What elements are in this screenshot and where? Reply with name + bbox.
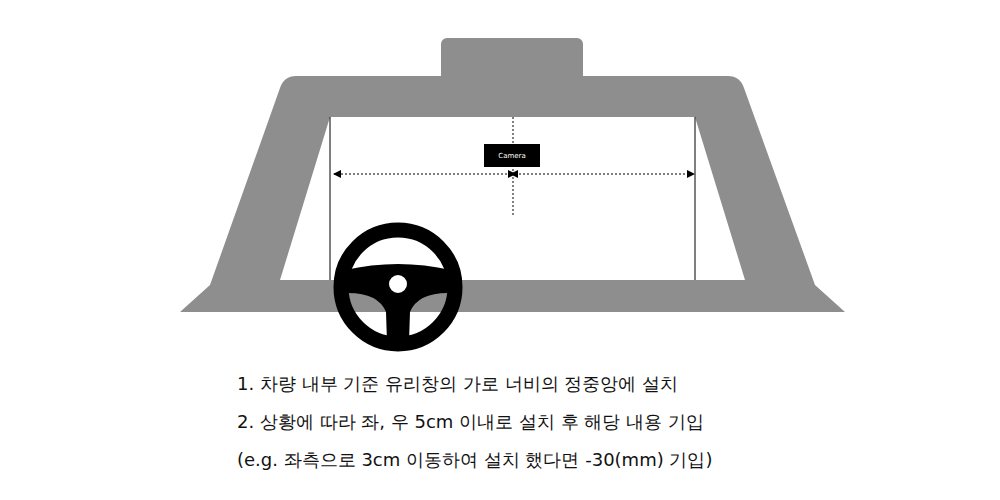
camera-box: Camera (484, 144, 540, 167)
instruction-note: (e.g. 좌측으로 3cm 이동하여 설치 했다면 -30(mm) 기입) (237, 448, 712, 472)
glass-edge-line (330, 117, 331, 280)
steering-wheel (341, 230, 455, 344)
width-arrow (334, 174, 511, 175)
camera-label: Camera (498, 152, 525, 160)
width-arrow (511, 174, 515, 175)
width-arrow (511, 174, 515, 175)
width-arrow (515, 174, 694, 175)
windshield-frame (180, 76, 845, 312)
instruction-note: 1. 차량 내부 기준 유리창의 가로 너비의 정중앙에 설치 (237, 372, 678, 396)
instruction-note: 2. 상황에 따라 좌, 우 5cm 이내로 설치 후 해당 내용 기입 (237, 410, 704, 434)
glass-edge-line (695, 117, 696, 280)
